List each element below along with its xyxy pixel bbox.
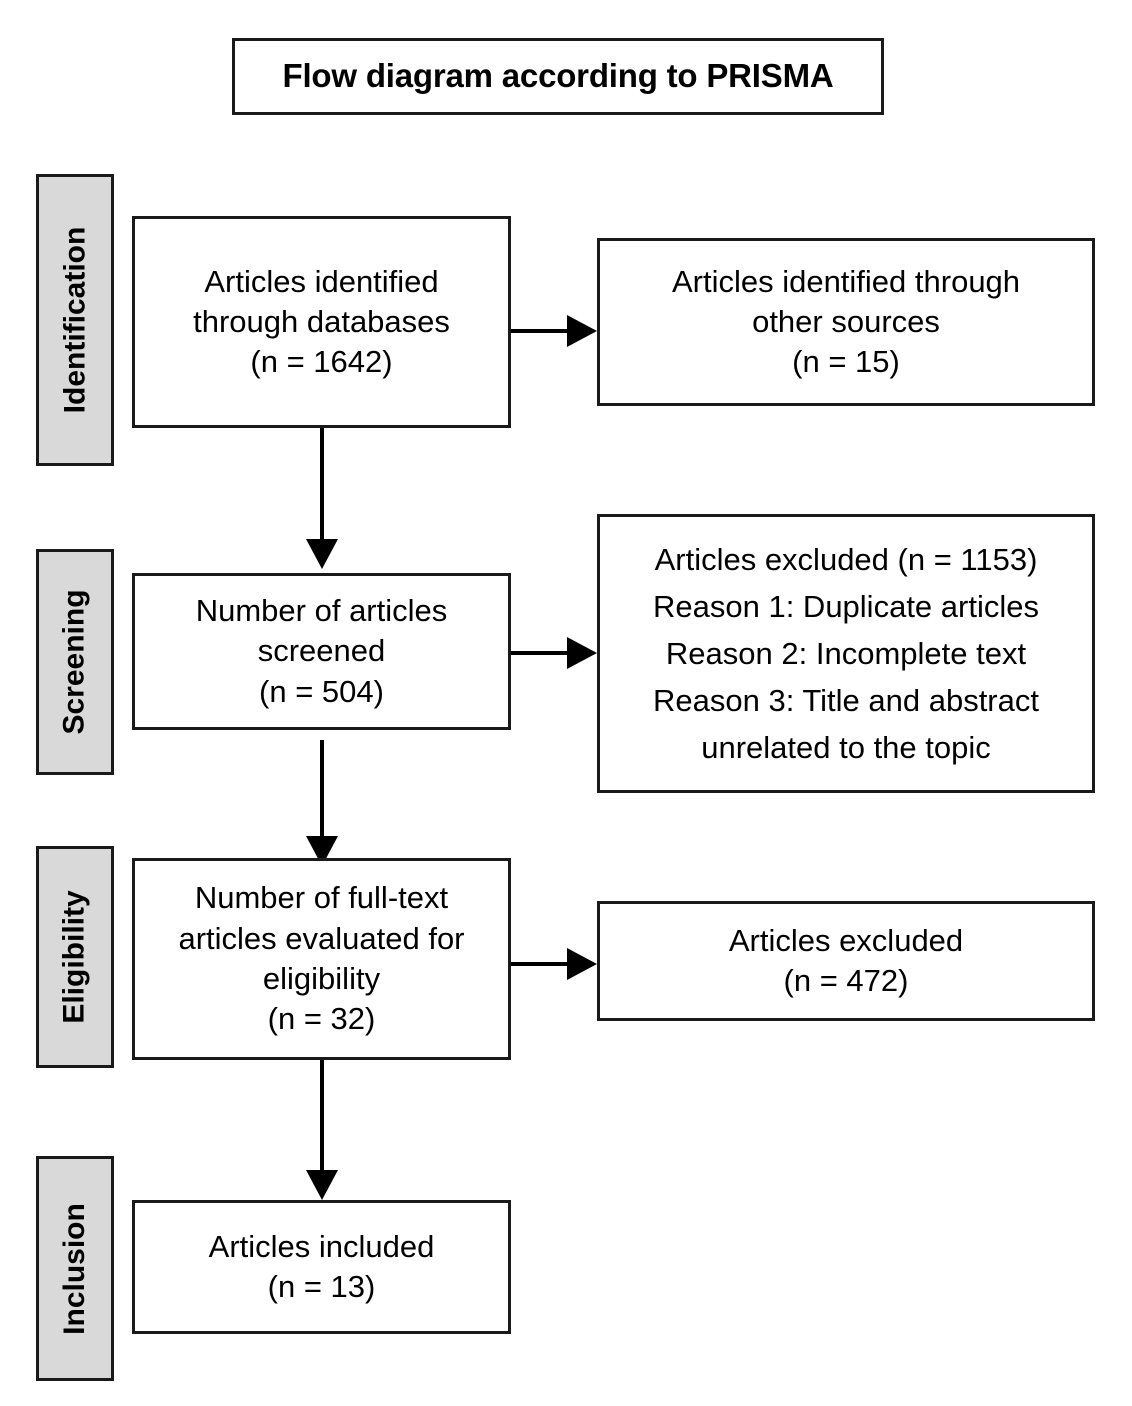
stage-label-identification-text: Identification [58,226,92,414]
box-articles-included: Articles included (n = 13) [132,1200,511,1334]
box-line: through databases [193,303,450,339]
box-articles-excluded-screening: Articles excluded (n = 1153) Reason 1: D… [597,514,1095,793]
box-articles-excluded-eligibility: Articles excluded (n = 472) [597,901,1095,1021]
box-line: Reason 3: Title and abstract [652,683,1039,719]
box-line: (n = 472) [783,963,909,998]
box-line: articles evaluated for [178,920,465,956]
stage-label-identification: Identification [36,174,114,466]
connector-identified-to-other-arrow [567,315,597,347]
box-line: Reason 1: Duplicate articles [653,588,1039,624]
connector-screened-to-excluded-arrow [567,637,597,669]
box-line: (n = 1642) [250,344,393,380]
box-line: unrelated to the topic [701,730,991,766]
page-title: Flow diagram according to PRISMA [282,57,834,95]
connector-fulltext-to-excluded-arrow [567,948,597,980]
box-line: Articles included [208,1228,435,1264]
box-line: Articles excluded (n = 1153) [654,541,1038,577]
box-line: Articles identified [204,263,439,299]
box-articles-identified-databases: Articles identified through databases (n… [132,216,511,428]
box-line: (n = 13) [267,1269,376,1304]
stage-label-inclusion: Inclusion [36,1156,114,1381]
box-line: (n = 15) [792,344,900,380]
diagram-title-box: Flow diagram according to PRISMA [232,38,884,115]
stage-label-screening: Screening [36,549,114,775]
connector-fulltext-to-excluded-line [511,962,585,966]
box-line: Number of articles [195,593,448,629]
connector-identified-to-screened-arrow [306,539,338,569]
box-fulltext-articles-eligibility: Number of full-text articles evaluated f… [132,858,511,1060]
stage-label-inclusion-text: Inclusion [58,1202,91,1335]
box-line: Articles excluded [728,922,964,958]
stage-label-eligibility-text: Eligibility [58,890,92,1024]
box-line: Articles identified through [671,263,1021,299]
box-line: other sources [752,303,940,339]
box-line: Reason 2: Incomplete text [665,635,1027,671]
box-line: screened [257,633,386,669]
box-line: (n = 504) [259,673,384,709]
connector-screened-to-excluded-line [511,651,585,655]
box-line: eligibility [262,961,381,996]
connector-screened-to-fulltext-line [320,740,324,850]
box-articles-identified-other-sources: Articles identified through other source… [597,238,1095,406]
box-articles-screened: Number of articles screened (n = 504) [132,573,511,730]
stage-label-screening-text: Screening [58,589,91,735]
connector-fulltext-to-included-line [320,1060,324,1175]
box-line: (n = 32) [267,1001,376,1037]
connector-identified-to-screened-line [320,428,324,545]
box-line: Number of full-text [194,880,449,916]
connector-identified-to-other-line [511,329,585,333]
stage-label-eligibility: Eligibility [36,846,114,1068]
connector-fulltext-to-included-arrow [306,1170,338,1200]
